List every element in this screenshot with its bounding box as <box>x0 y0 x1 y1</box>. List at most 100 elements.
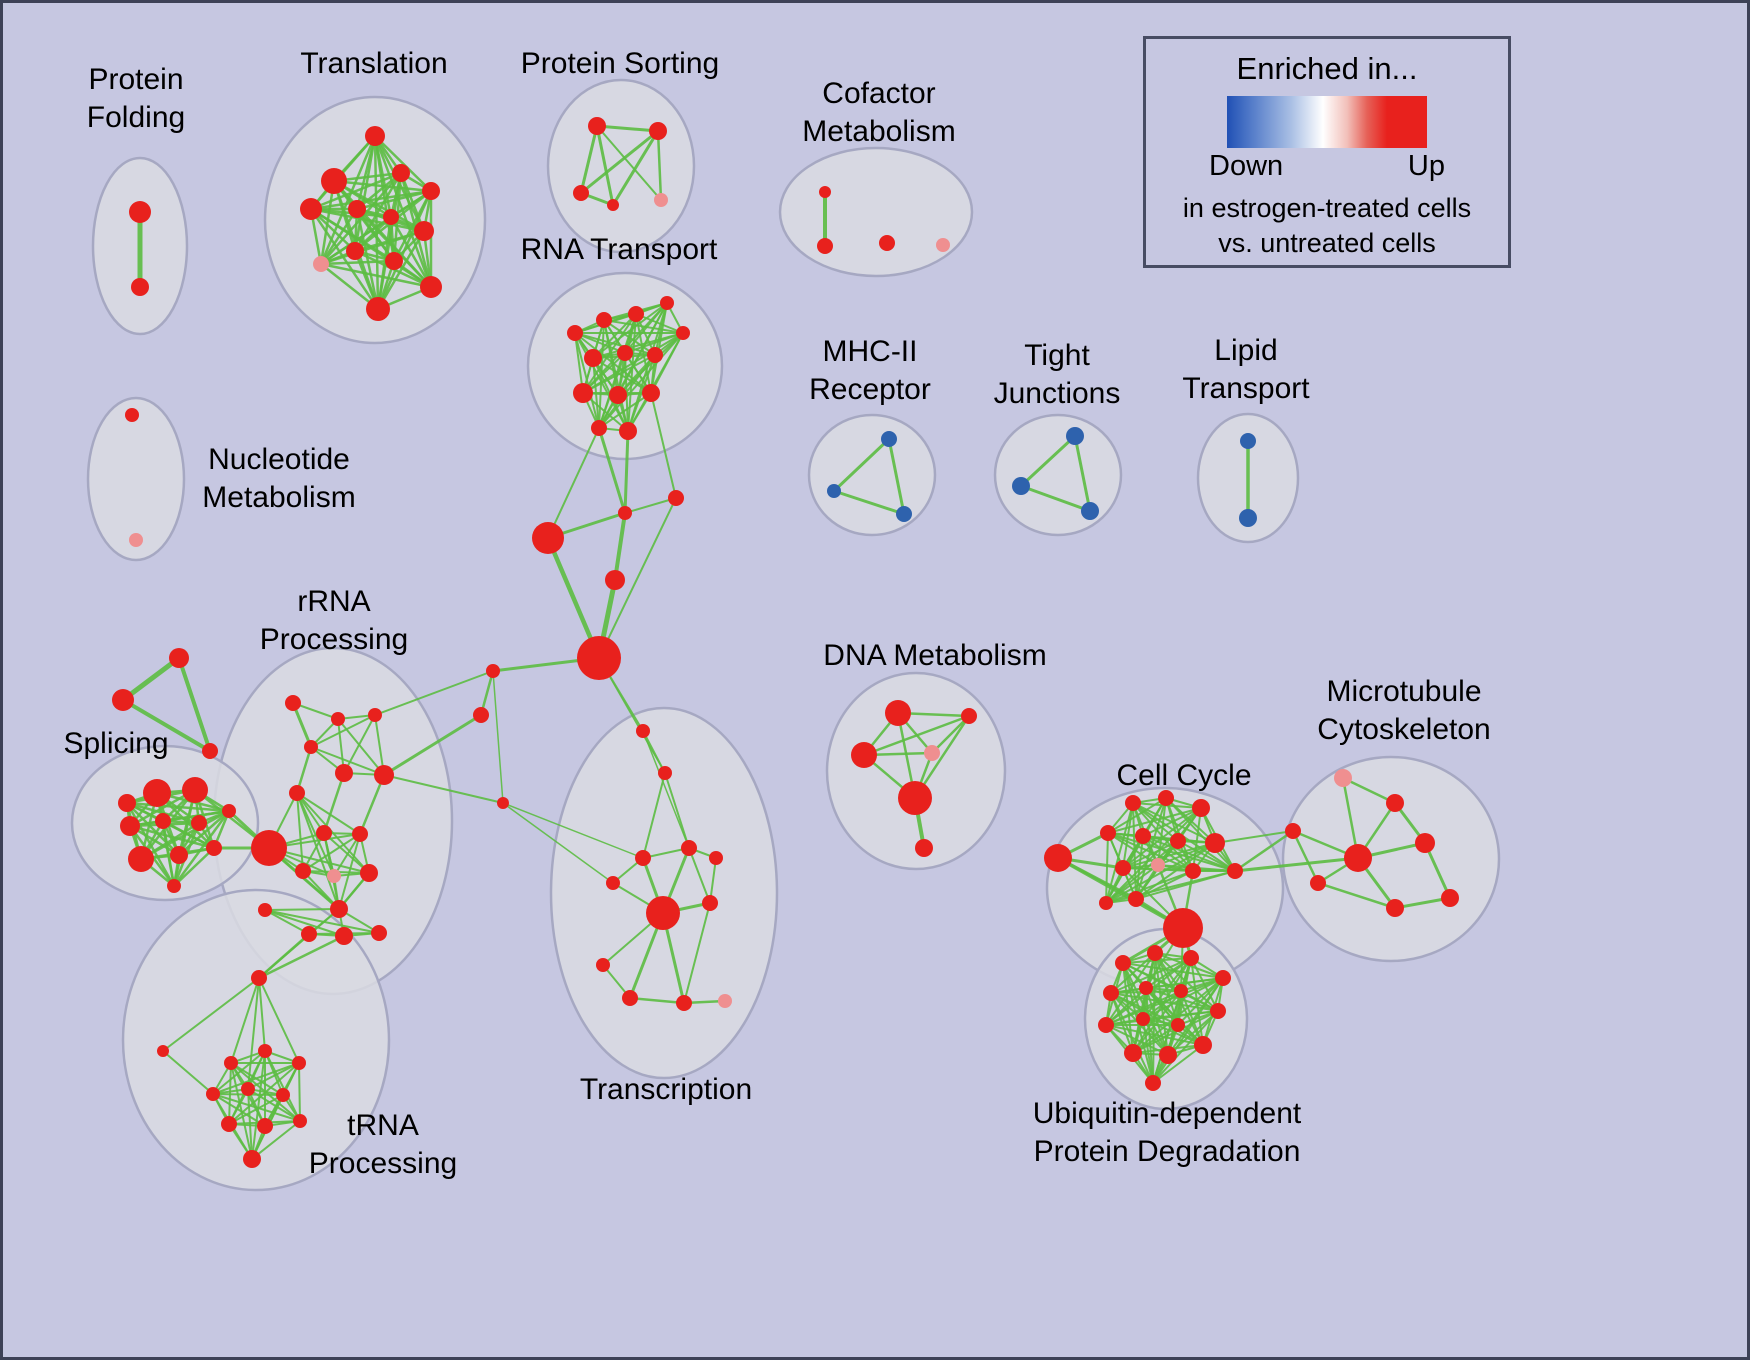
gene-set-node <box>392 164 410 182</box>
edge <box>579 124 599 195</box>
edge <box>343 714 376 774</box>
gene-set-node <box>422 182 440 200</box>
gene-set-node <box>607 199 619 211</box>
gene-set-node <box>304 740 318 754</box>
edge <box>319 259 396 266</box>
cluster-label-translation: Translation <box>300 47 447 80</box>
edge <box>332 179 426 233</box>
gene-set-node <box>293 1114 307 1128</box>
edge <box>358 773 386 836</box>
gene-set-node <box>617 345 633 361</box>
edge <box>1142 1010 1219 1020</box>
gene-set-node <box>584 349 602 367</box>
cluster-label-protein-sorting: Protein Sorting <box>521 47 719 80</box>
gene-set-node <box>885 700 911 726</box>
edge <box>1019 484 1092 513</box>
gene-set-node <box>1210 1003 1226 1019</box>
edge <box>228 1062 300 1125</box>
edge <box>1122 842 1216 869</box>
edge <box>1107 832 1236 872</box>
gene-set-node <box>125 408 139 422</box>
gene-set-node <box>383 209 399 225</box>
edge <box>353 134 377 253</box>
gene-set-node <box>128 846 154 872</box>
legend-title: Enriched in... <box>1236 51 1418 86</box>
edge <box>887 437 906 516</box>
gene-set-node <box>898 781 932 815</box>
edge <box>319 262 433 289</box>
edge <box>120 655 182 703</box>
edge <box>1073 434 1092 513</box>
edge <box>373 134 433 289</box>
gene-set-node <box>1170 833 1186 849</box>
edge <box>128 824 216 850</box>
edge <box>258 977 266 1052</box>
gene-set-node <box>702 895 718 911</box>
gene-set-node <box>118 794 136 812</box>
legend-gradient-bar <box>1227 96 1427 148</box>
edge <box>642 730 666 774</box>
edge <box>683 902 711 1004</box>
gene-set-node <box>1158 790 1174 806</box>
edge <box>310 746 385 776</box>
edge <box>247 977 260 1090</box>
gene-set-node <box>251 830 287 866</box>
edge <box>355 171 403 211</box>
legend-caption: in estrogen-treated cells vs. untreated … <box>1146 191 1508 261</box>
edge <box>355 207 396 263</box>
edge <box>613 511 627 582</box>
edge <box>598 332 684 429</box>
gene-set-node <box>879 235 895 251</box>
edge <box>374 670 494 716</box>
gene-set-node <box>1145 1075 1161 1091</box>
gene-set-node <box>1285 823 1301 839</box>
edge <box>650 392 677 499</box>
edge <box>296 792 304 872</box>
gene-set-node <box>618 506 632 520</box>
edge <box>264 909 310 935</box>
cluster-ellipse-microtubule-cytoskeleton <box>1281 755 1501 963</box>
gene-set-node <box>1239 509 1257 527</box>
edge <box>376 229 426 311</box>
edge <box>1233 856 1360 873</box>
gene-set-node <box>301 926 317 942</box>
edge <box>502 802 614 884</box>
edge <box>1145 987 1154 1084</box>
edge <box>302 833 361 872</box>
gene-set-node <box>206 1087 220 1101</box>
gene-set-node <box>1115 860 1131 876</box>
edge <box>353 229 426 253</box>
gene-set-node <box>241 1082 255 1096</box>
gene-set-node <box>1174 984 1188 998</box>
gene-set-node <box>635 850 651 866</box>
gene-set-node <box>295 863 311 879</box>
gene-set-node <box>497 797 509 809</box>
edge <box>1157 797 1167 866</box>
gene-set-node <box>1128 891 1144 907</box>
edge <box>1135 870 1194 900</box>
edge <box>1214 830 1294 844</box>
gene-set-node <box>1136 1012 1150 1026</box>
gene-set-node <box>300 198 322 220</box>
edge <box>624 497 677 514</box>
edge <box>595 124 660 133</box>
gene-set-node <box>577 636 621 680</box>
edge <box>592 302 668 359</box>
edge <box>1316 881 1397 910</box>
gene-set-node <box>628 306 644 322</box>
gene-set-node <box>143 779 171 807</box>
gene-set-node <box>222 804 236 818</box>
gene-set-node <box>155 813 171 829</box>
edge <box>264 909 380 934</box>
gene-set-node <box>817 238 833 254</box>
edge <box>355 189 433 211</box>
legend-scale-labels: Down Up <box>1209 150 1445 183</box>
edge <box>1107 832 1159 866</box>
gene-set-node <box>346 242 364 260</box>
edge <box>1135 797 1167 900</box>
edge <box>592 313 637 359</box>
edge <box>309 171 403 211</box>
edge <box>121 698 212 753</box>
legend-caption-line1: in estrogen-treated cells <box>1182 193 1472 223</box>
